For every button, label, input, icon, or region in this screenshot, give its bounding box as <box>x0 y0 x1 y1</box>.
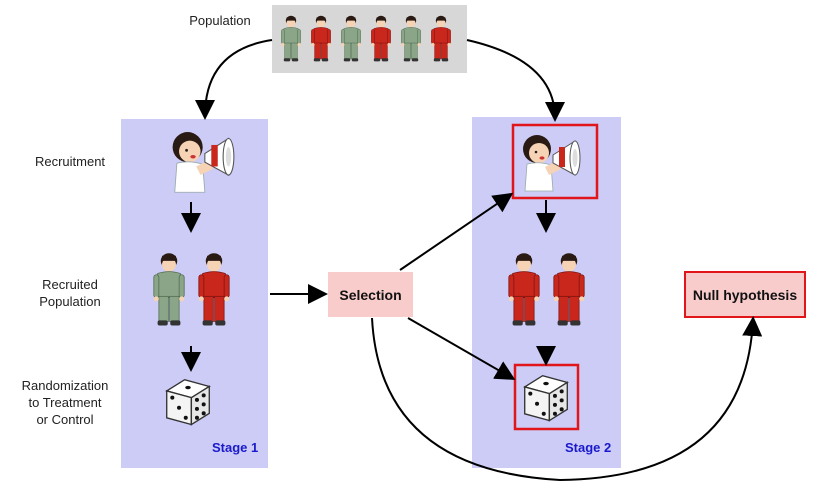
recruited-population-line1: Recruited <box>42 277 98 292</box>
selection-box <box>328 272 413 317</box>
arrow-selection-to-dice <box>407 317 516 380</box>
dice-icon <box>166 379 210 426</box>
dice-icon <box>524 375 568 422</box>
arrow-selection-to-null-hypothesis <box>371 316 763 482</box>
stage1-label: Stage 1 <box>212 440 259 455</box>
arrow-population-to-stage2 <box>466 39 565 122</box>
randomization-line1: Randomization <box>21 378 109 393</box>
recruited-population-label: Recruited Population <box>20 276 120 310</box>
null-hypothesis-text: Null hypothesis <box>692 286 798 303</box>
stage2-label: Stage 2 <box>565 440 612 455</box>
arrow-population-to-stage1 <box>195 39 273 120</box>
population-label: Population <box>189 13 251 28</box>
randomization-line3: or Control <box>36 412 94 427</box>
randomization-line2: to Treatment <box>28 395 102 410</box>
recruited-population-line2: Population <box>39 294 101 309</box>
arrow-selection-to-recruiter <box>399 192 514 271</box>
selection-text: Selection <box>339 286 402 303</box>
arrows <box>181 39 763 482</box>
randomization-label: Randomization to Treatment or Control <box>10 377 120 428</box>
recruitment-label: Recruitment <box>34 154 106 169</box>
